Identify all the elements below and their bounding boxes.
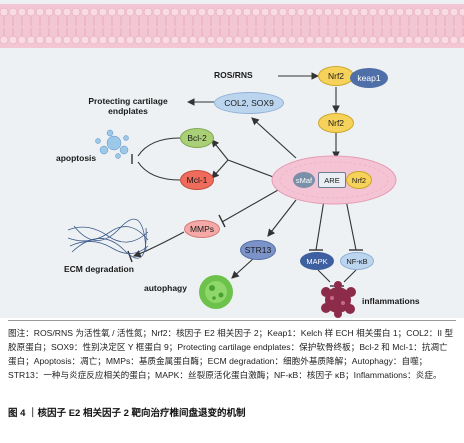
mcl1-node: Mcl-1 bbox=[180, 170, 214, 190]
nfkb-node: NF-κB bbox=[340, 252, 374, 270]
bcl2-node: Bcl-2 bbox=[180, 128, 214, 148]
are-node: ARE bbox=[318, 172, 346, 188]
mapk-node: MAPK bbox=[300, 252, 334, 270]
arrow-nucleus-col2 bbox=[251, 117, 297, 159]
arrow-str13-autophagy bbox=[231, 257, 255, 279]
inhibit-nucleus-nfkb bbox=[345, 199, 357, 251]
inflammations-label: inflammations bbox=[362, 296, 420, 306]
inhibit-nucleus-mapk bbox=[315, 199, 325, 251]
mmps-node: MMPs bbox=[184, 220, 220, 238]
arrow-nucleus-str13 bbox=[267, 199, 297, 237]
autophagy-label: autophagy bbox=[144, 283, 187, 293]
figure-legend: 图注：ROS/RNS 为活性氧 / 活性氮；Nrf2：核因子 E2 相关因子 2… bbox=[8, 328, 454, 380]
smaf-node: sMaf bbox=[293, 172, 315, 188]
apoptosis-label: apoptosis bbox=[56, 153, 97, 163]
nrf2-node-nucleus: Nrf2 bbox=[346, 171, 372, 189]
col2-sox9-node: COL2, SOX9 bbox=[214, 92, 284, 114]
ros-rns-label: ROS/RNS bbox=[214, 70, 253, 80]
inhibit-bcl2-apoptosis bbox=[137, 137, 181, 157]
divider bbox=[8, 320, 456, 321]
keap1-node: keap1 bbox=[350, 68, 388, 88]
autophagy-cell-icon bbox=[199, 275, 233, 309]
protecting-cartilage-label: Protecting cartilage endplates bbox=[88, 96, 168, 116]
figure-title: 图 4 ｜核因子 E2 相关因子 2 靶向治疗椎间盘退变的机制 bbox=[8, 408, 246, 419]
inflammation-cell-icon bbox=[321, 281, 356, 318]
ecm-degradation-label: ECM degradation bbox=[64, 264, 134, 274]
str13-node: STR13 bbox=[240, 240, 276, 260]
ecm-fiber-icon bbox=[67, 218, 149, 259]
arrow-branch-bcl2 bbox=[211, 139, 229, 161]
line-nucleus-branch bbox=[227, 159, 277, 179]
nrf2-node-translocated: Nrf2 bbox=[318, 113, 354, 133]
inhibit-mcl1-apoptosis bbox=[137, 161, 181, 181]
nrf2-node-cytoplasm: Nrf2 bbox=[318, 66, 354, 86]
cell-membrane bbox=[0, 4, 464, 48]
diagram-figure: ROS/RNS Nrf2 keap1 Nrf2 COL2, SOX9 Prote… bbox=[0, 0, 464, 318]
line-nfkb-inflam bbox=[343, 269, 357, 283]
arrow-branch-mcl1 bbox=[211, 159, 229, 179]
arrow-mmps-ecm bbox=[132, 231, 185, 258]
inhibit-nucleus-mmps bbox=[221, 189, 279, 223]
apoptosis-cell-icon bbox=[95, 129, 129, 159]
line-mapk-inflam bbox=[317, 269, 331, 283]
